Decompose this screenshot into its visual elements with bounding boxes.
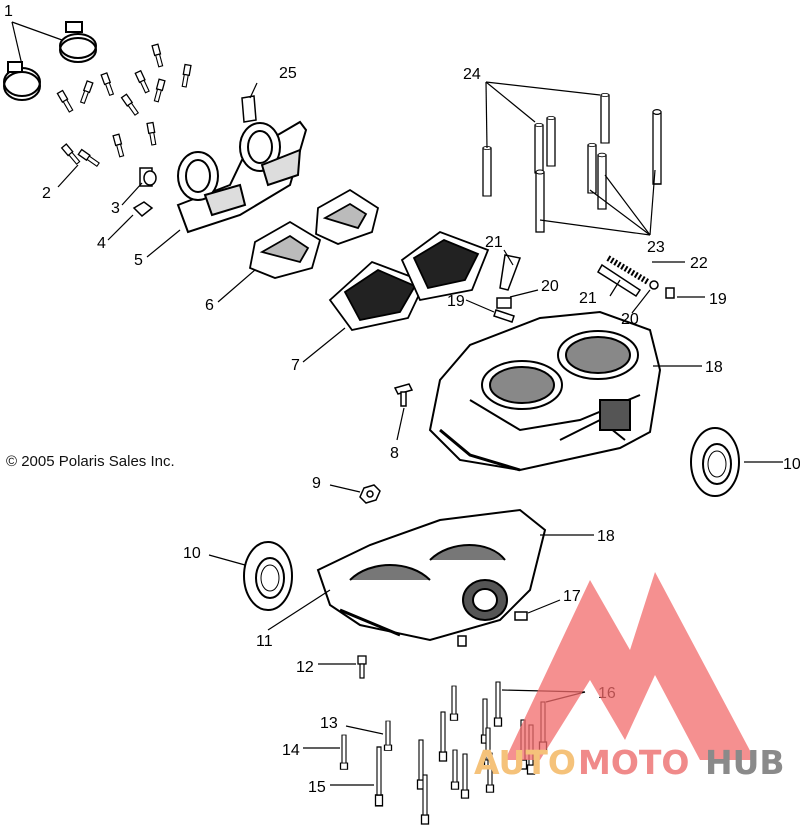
nut-part-9: [359, 484, 381, 504]
callout-19-right: 19: [709, 291, 727, 308]
callout-10-right: 10: [783, 456, 800, 473]
callout-13: 13: [320, 715, 338, 732]
plug-part-17: [457, 611, 528, 647]
crankcase-lower: [316, 508, 547, 642]
crankcase-upper: [428, 310, 662, 472]
hose-clamp-upper: [59, 21, 97, 63]
dowel-pins: [482, 92, 662, 233]
bracket-part-25: [241, 95, 257, 123]
reed-cover-6: [248, 188, 380, 279]
callout-3: 3: [111, 200, 120, 217]
seal-ring-right: [690, 427, 740, 497]
bracket-part-3: [139, 167, 157, 187]
small-fittings: [493, 254, 675, 323]
callout-22: 22: [690, 255, 708, 272]
callout-8: 8: [390, 445, 399, 462]
adaptor-assembly-5: [176, 120, 308, 234]
callout-6: 6: [205, 297, 214, 314]
callout-21-upper: 21: [485, 234, 503, 251]
callout-19-left: 19: [447, 293, 465, 310]
hose-clamp-lower: [3, 61, 41, 101]
callout-14: 14: [282, 742, 300, 759]
callout-2: 2: [42, 185, 51, 202]
callout-10-left: 10: [183, 545, 201, 562]
callout-15: 15: [308, 779, 326, 796]
callout-20-upper: 20: [541, 278, 559, 295]
callout-1: 1: [4, 3, 13, 20]
callout-17: 17: [563, 588, 581, 605]
callout-25: 25: [279, 65, 297, 82]
watermark-logo: [505, 572, 755, 760]
callout-24: 24: [463, 66, 481, 83]
callout-7: 7: [291, 357, 300, 374]
callout-9: 9: [312, 475, 321, 492]
callout-12: 12: [296, 659, 314, 676]
reed-valve-7: [328, 230, 490, 332]
callout-5: 5: [134, 252, 143, 269]
callout-18-upper: 18: [705, 359, 723, 376]
fitting-part-8: [393, 383, 414, 407]
bolt-part-12: [357, 655, 367, 679]
callout-20-lower: 20: [621, 311, 639, 328]
copyright-notice: © 2005 Polaris Sales Inc.: [6, 453, 175, 470]
callout-23: 23: [647, 239, 665, 256]
leader-lines: [11, 21, 783, 786]
callout-21-lower: 21: [579, 290, 597, 307]
seal-ring-left: [243, 541, 293, 611]
callout-4: 4: [97, 235, 106, 252]
clip-part-4: [132, 201, 154, 218]
callout-18-lower: 18: [597, 528, 615, 545]
callout-11: 11: [256, 633, 273, 650]
